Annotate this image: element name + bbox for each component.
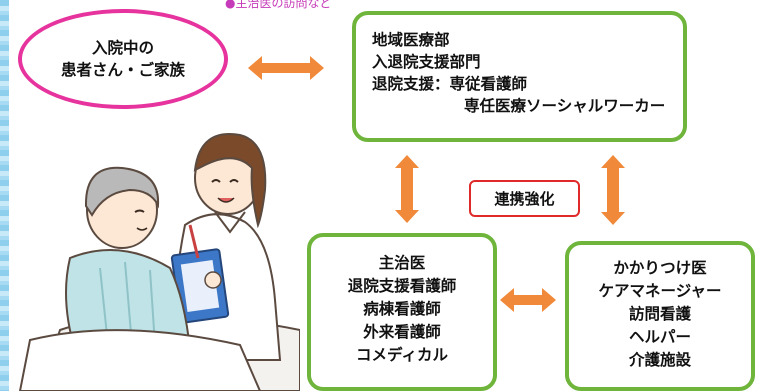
- hospital-team-item: コメディカル: [356, 345, 448, 364]
- hospital-team-item: 病棟看護師: [363, 299, 441, 318]
- double-arrow-icon: [248, 56, 324, 80]
- double-arrow-icon: [395, 155, 419, 223]
- double-arrow-icon: [500, 288, 556, 312]
- community-team-item: 介護施設: [628, 350, 691, 369]
- header-fragment: ●主治医の訪問など: [225, 0, 332, 10]
- community-team-item: ケアマネージャー: [598, 281, 722, 300]
- hospital-team-item: 退院支援看護師: [347, 276, 457, 295]
- double-arrow-icon: [601, 155, 625, 225]
- regional-dept-line-4: 専任医療ソーシャルワーカー: [464, 97, 666, 115]
- nurse-patient-illustration: [18, 133, 300, 391]
- community-team-item: 訪問看護: [628, 304, 691, 323]
- community-team-box: かかりつけ医 ケアマネージャー 訪問看護 ヘルパー 介護施設: [565, 241, 755, 391]
- patient-family-ellipse: 入院中の 患者さん・ご家族: [18, 9, 228, 109]
- regional-dept-line-2: 入退院支援部門: [372, 53, 481, 71]
- regional-dept-line-1: 地域医療部: [372, 31, 450, 49]
- hospital-team-item: 外来看護師: [363, 322, 441, 341]
- cooperation-badge: 連携強化: [469, 180, 580, 217]
- hospital-team-box: 主治医 退院支援看護師 病棟看護師 外来看護師 コメディカル: [307, 233, 497, 391]
- regional-dept-line-3: 退院支援：専従看護師: [372, 75, 528, 93]
- community-team-item: かかりつけ医: [613, 258, 707, 277]
- hospital-team-item: 主治医: [378, 253, 426, 272]
- patient-line-1: 入院中の: [91, 39, 154, 57]
- decorative-left-strip: [0, 0, 9, 391]
- patient-line-2: 患者さん・ご家族: [60, 61, 185, 79]
- community-team-item: ヘルパー: [628, 327, 691, 346]
- regional-medical-dept-box: 地域医療部 入退院支援部門 退院支援：専従看護師 専任医療ソーシャルワーカー: [352, 11, 687, 142]
